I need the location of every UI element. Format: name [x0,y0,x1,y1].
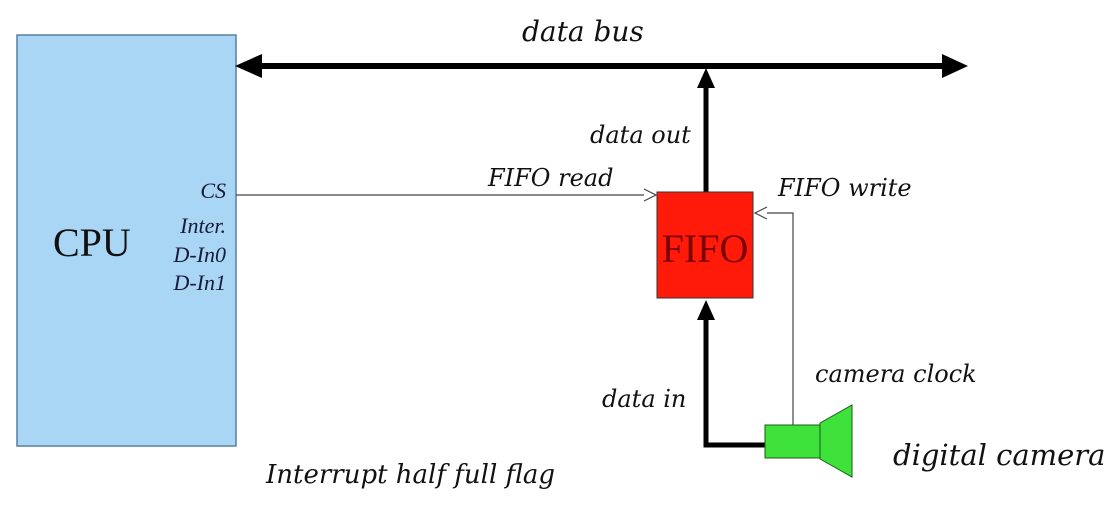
fifo-title: FIFO [662,226,749,271]
data-in-arrow [697,300,765,448]
cpu-title: CPU [53,220,131,265]
fifo-write-arrow [753,206,794,425]
cpu-pin-inter: Inter. [179,213,226,238]
digital-camera-label: digital camera [893,438,1105,472]
cpu-pin-cs: CS [200,178,226,203]
cpu-pin-d-in1: D-In1 [172,270,226,295]
camera-clock-label: camera clock [815,360,977,388]
data-in-label: data in [602,385,686,413]
fifo-block [656,191,754,299]
cpu-pin-d-in0: D-In0 [172,242,226,267]
interrupt-flag-label: Interrupt half full flag [265,460,555,490]
data-out-arrow [697,68,715,192]
camera-icon [764,404,853,478]
data-bus-arrow [235,54,968,78]
cpu-block [16,34,237,447]
fifo-write-label: FIFO write [777,174,912,202]
data-out-label: data out [590,121,691,149]
fifo-read-label: FIFO read [487,164,613,192]
fifo-read-arrow [236,188,658,202]
data-bus-label: data bus [522,15,644,48]
